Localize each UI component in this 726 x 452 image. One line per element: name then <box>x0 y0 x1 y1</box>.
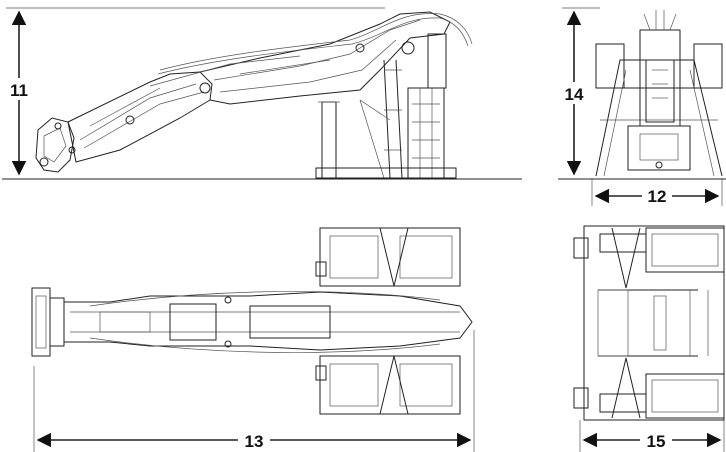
side-height-label: 11 <box>10 81 28 100</box>
front-width-label: 12 <box>648 187 667 206</box>
front-view-machine-drawing <box>595 10 723 177</box>
front-height-label: 14 <box>565 85 584 104</box>
side-view: 11 <box>2 7 522 180</box>
top-view: 13 <box>31 227 475 452</box>
footprint-view: 15 <box>573 225 725 452</box>
top-width-label: 15 <box>647 432 666 451</box>
footprint-view-machine-drawing <box>573 225 725 421</box>
front-view: 14 12 <box>558 7 726 206</box>
side-view-machine-drawing <box>35 11 473 179</box>
top-length-label: 13 <box>245 432 264 451</box>
top-view-machine-drawing <box>31 227 473 415</box>
